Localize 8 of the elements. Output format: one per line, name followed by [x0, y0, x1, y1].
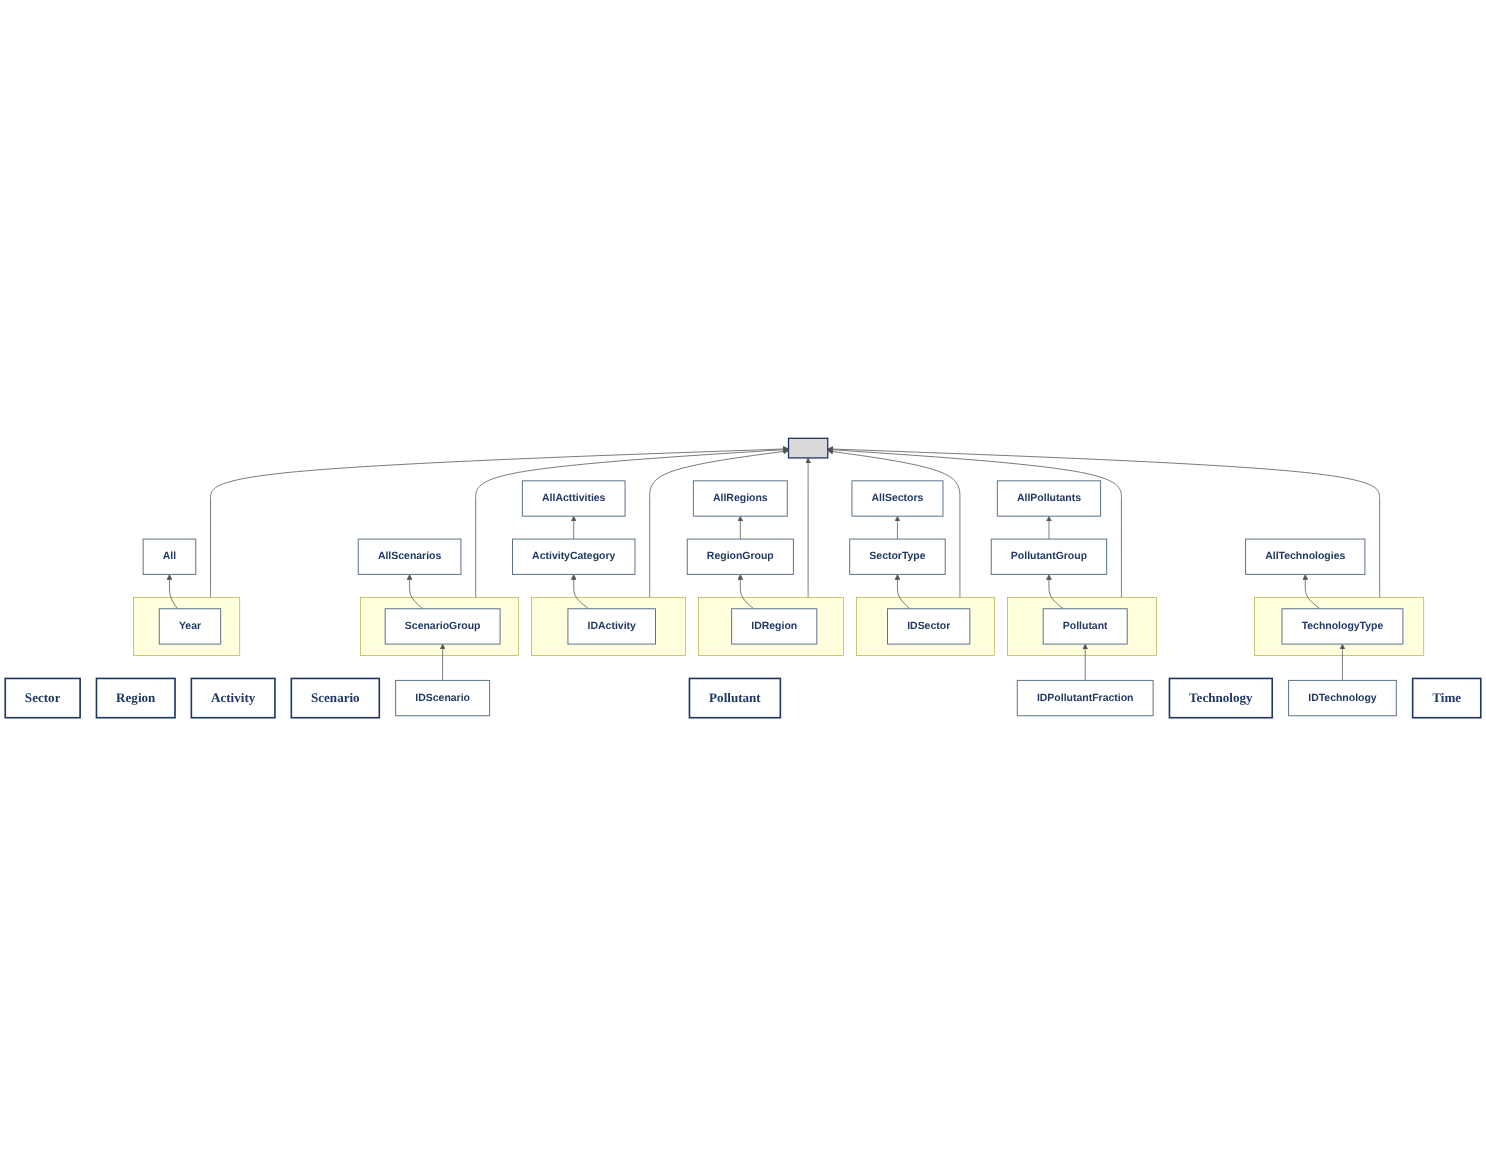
- cluster: [531, 596, 686, 656]
- cluster: [133, 596, 241, 656]
- cluster: [1254, 596, 1425, 656]
- cluster: [360, 596, 519, 656]
- node-cube: [787, 437, 829, 459]
- cluster: [698, 596, 844, 656]
- cluster: [1007, 596, 1157, 656]
- cluster: [856, 596, 995, 656]
